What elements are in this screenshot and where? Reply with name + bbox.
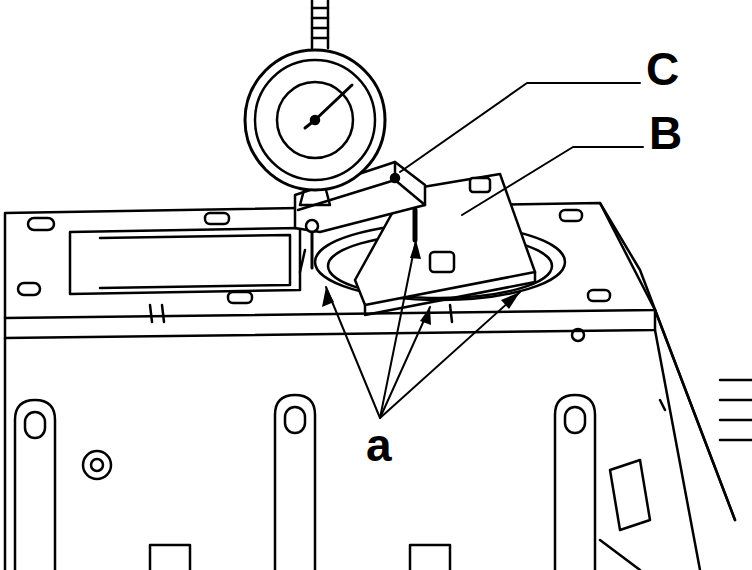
dial-gauge xyxy=(245,0,385,205)
leader-lines xyxy=(326,83,643,418)
callout-letter: a xyxy=(366,422,392,468)
part-letter: B xyxy=(649,110,682,156)
arrowheads xyxy=(322,240,520,325)
part-letter: C xyxy=(646,46,679,92)
